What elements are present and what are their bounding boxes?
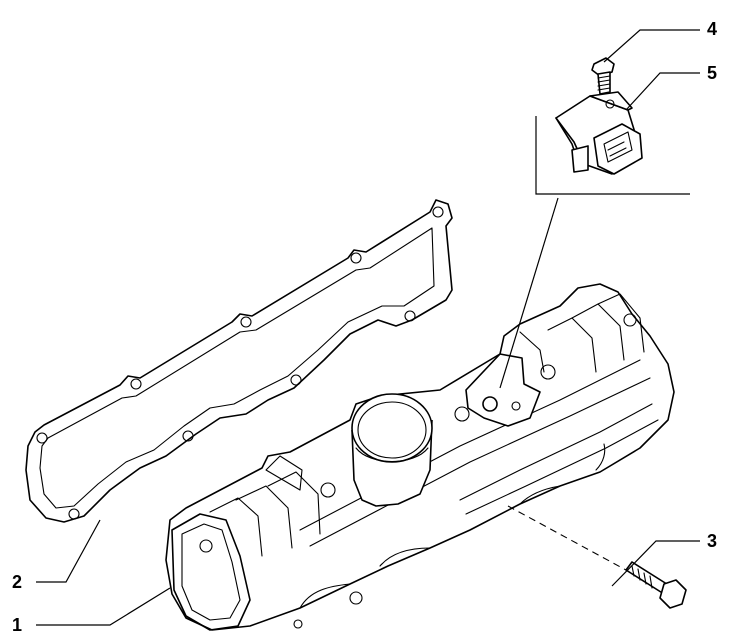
leader-lines (36, 29, 700, 626)
callout-3: 3 (707, 531, 718, 551)
pressure-sensor-drawing (555, 91, 643, 175)
short-screw-drawing (591, 57, 615, 95)
bolt-alignment-line (507, 505, 627, 571)
callout-2: 2 (12, 572, 23, 592)
callout-4: 4 (707, 19, 718, 39)
long-bolt-drawing (625, 561, 687, 609)
intake-manifold-drawing (165, 283, 675, 631)
callout-5: 5 (707, 63, 718, 83)
gasket-drawing (25, 199, 453, 523)
callout-1: 1 (12, 615, 23, 635)
